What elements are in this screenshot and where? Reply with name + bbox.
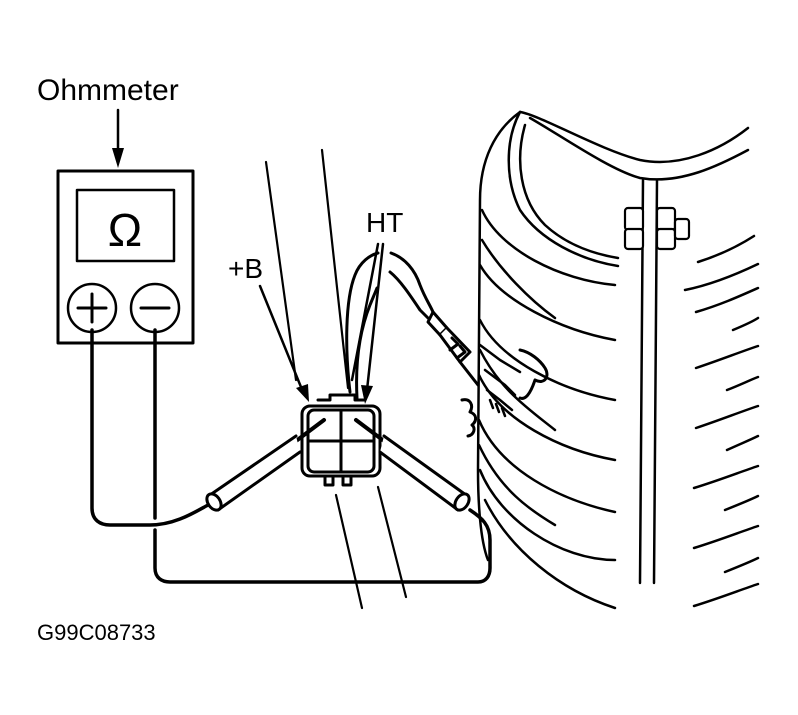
oxygen-sensor — [460, 343, 549, 438]
figure-id: G99C08733 — [37, 620, 156, 645]
terminal-ht-arrows-icon — [350, 242, 385, 404]
ohmmeter-label: Ohmmeter — [37, 74, 179, 107]
sensor-harness — [345, 251, 480, 400]
negative-jack — [129, 282, 181, 334]
meter-leads — [90, 328, 492, 584]
background-wires — [264, 148, 408, 610]
ohmmeter-arrow-icon — [112, 108, 124, 168]
terminal-b-arrow-icon — [258, 284, 309, 402]
terminal-b-label: +B — [228, 253, 263, 284]
negative-probe — [354, 418, 471, 512]
strap-bolt — [623, 206, 691, 251]
ohm-symbol: Ω — [108, 204, 142, 256]
exhaust-pipe — [476, 110, 760, 610]
sensor-connector — [300, 393, 382, 487]
positive-jack — [66, 282, 118, 334]
positive-probe — [205, 418, 326, 512]
ohmmeter-display — [75, 188, 176, 263]
ohmmeter-body — [56, 169, 195, 345]
ohmmeter: Ω — [56, 169, 195, 345]
terminal-ht-label: HT — [366, 207, 403, 238]
